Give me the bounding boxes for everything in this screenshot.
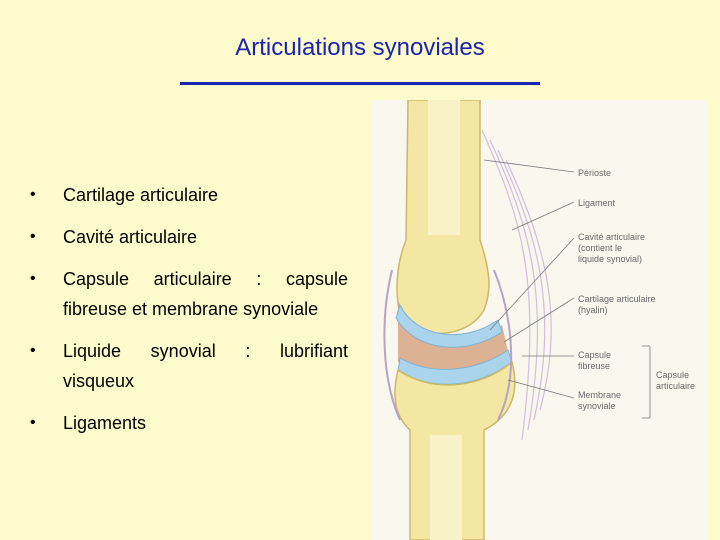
synovial-joint-illustration: Périoste Ligament Cavité articulaire (co… <box>372 100 708 540</box>
marrow-canal-lower <box>430 435 462 540</box>
leader-lines <box>483 159 651 419</box>
label-cavity-1: Cavité articulaire <box>578 232 645 242</box>
label-synovial-membrane-2: synoviale <box>578 401 616 411</box>
bullet-item: Liquide synovial : lubrifiant visqueux <box>30 336 348 396</box>
label-joint-capsule-1: Capsule <box>656 370 689 380</box>
label-cartilage-2: (hyalin) <box>578 305 608 315</box>
slide-title: Articulations synoviales <box>235 34 485 61</box>
label-cavity-3: liquide synovial) <box>578 254 642 264</box>
label-fibrous-capsule-2: fibreuse <box>578 361 610 371</box>
label-joint-capsule-2: articulaire <box>656 381 695 391</box>
bullet-list: Cartilage articulaire Cavité articulaire… <box>30 180 348 450</box>
joint-cavity <box>398 300 510 376</box>
label-ligament: Ligament <box>578 198 616 208</box>
fibrous-capsule <box>383 269 513 421</box>
ligament-fibers <box>481 129 552 441</box>
label-fibrous-capsule-1: Capsule <box>578 350 611 360</box>
label-cartilage-1: Cartilage articulaire <box>578 294 656 304</box>
marrow-canal-upper <box>428 100 460 235</box>
title-underline <box>180 82 540 85</box>
bullet-item: Ligaments <box>30 408 348 438</box>
bullet-item: Cartilage articulaire <box>30 180 348 210</box>
cartilage-upper <box>395 303 503 348</box>
label-periosteum: Périoste <box>578 168 611 178</box>
label-cavity-2: (contient le <box>578 243 622 253</box>
label-synovial-membrane-1: Membrane <box>578 390 621 400</box>
bullet-item: Cavité articulaire <box>30 222 348 252</box>
bullet-item: Capsule articulaire : capsule fibreuse e… <box>30 264 348 324</box>
joint-diagram: Périoste Ligament Cavité articulaire (co… <box>383 100 695 540</box>
